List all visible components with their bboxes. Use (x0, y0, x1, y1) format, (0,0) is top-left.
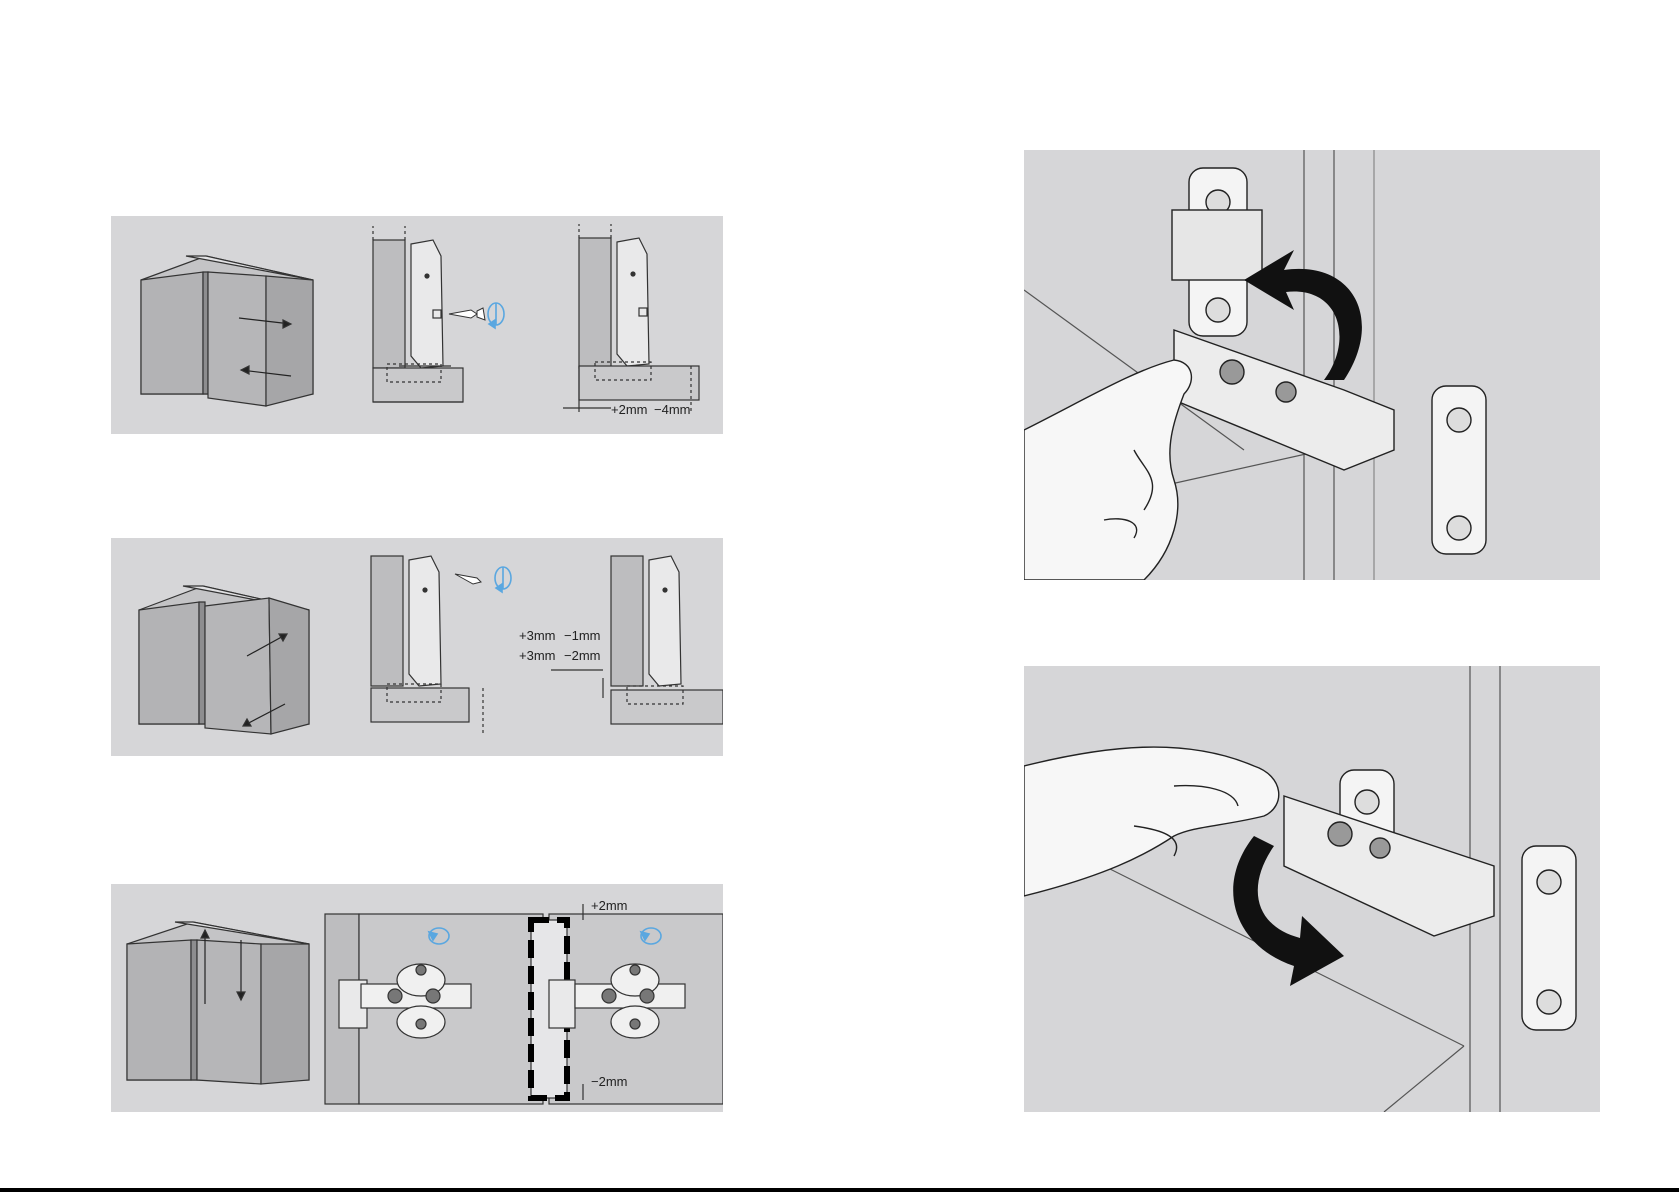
height-adjustment-panel: +2mm −2mm (111, 884, 723, 1112)
height-minus-label: −2mm (591, 1074, 627, 1089)
screwdriver-icon (455, 574, 481, 584)
depth-plus-label-2: +3mm (519, 648, 555, 663)
bottom-rule (0, 1188, 1679, 1192)
cabinet-icon (127, 922, 309, 1084)
side-adjustment-illustration: +2mm −4mm (111, 216, 723, 434)
depth-adjustment-panel: +3mm −1mm +3mm −2mm (111, 538, 723, 756)
side-adjustment-panel: +2mm −4mm (111, 216, 723, 434)
cabinet-icon (141, 256, 313, 406)
height-adjustment-illustration: +2mm −2mm (111, 884, 723, 1112)
height-plus-label: +2mm (591, 898, 627, 913)
side-minus-label: −4mm (654, 402, 690, 417)
hinge-arm-icon (1174, 330, 1394, 470)
screwdriver-icon (449, 308, 485, 320)
depth-plus-label-1: +3mm (519, 628, 555, 643)
hinge-detach-illustration (1024, 150, 1600, 580)
depth-minus-label-1: −1mm (564, 628, 600, 643)
hinge-side-view-icon (371, 556, 483, 734)
rotate-icon (488, 303, 504, 328)
hand-icon (1024, 360, 1191, 580)
mounting-plate-icon (1172, 168, 1262, 336)
cabinet-icon (139, 586, 309, 734)
hinge-side-view-adjusted-icon (563, 224, 699, 412)
depth-minus-label-2: −2mm (564, 648, 600, 663)
hinge-attach-illustration (1024, 666, 1600, 1112)
depth-adjustment-illustration: +3mm −1mm +3mm −2mm (111, 538, 723, 756)
cup-plate-icon (1432, 386, 1486, 554)
cup-plate-icon (1522, 846, 1576, 1030)
side-plus-label: +2mm (611, 402, 647, 417)
rotate-icon (495, 567, 511, 592)
